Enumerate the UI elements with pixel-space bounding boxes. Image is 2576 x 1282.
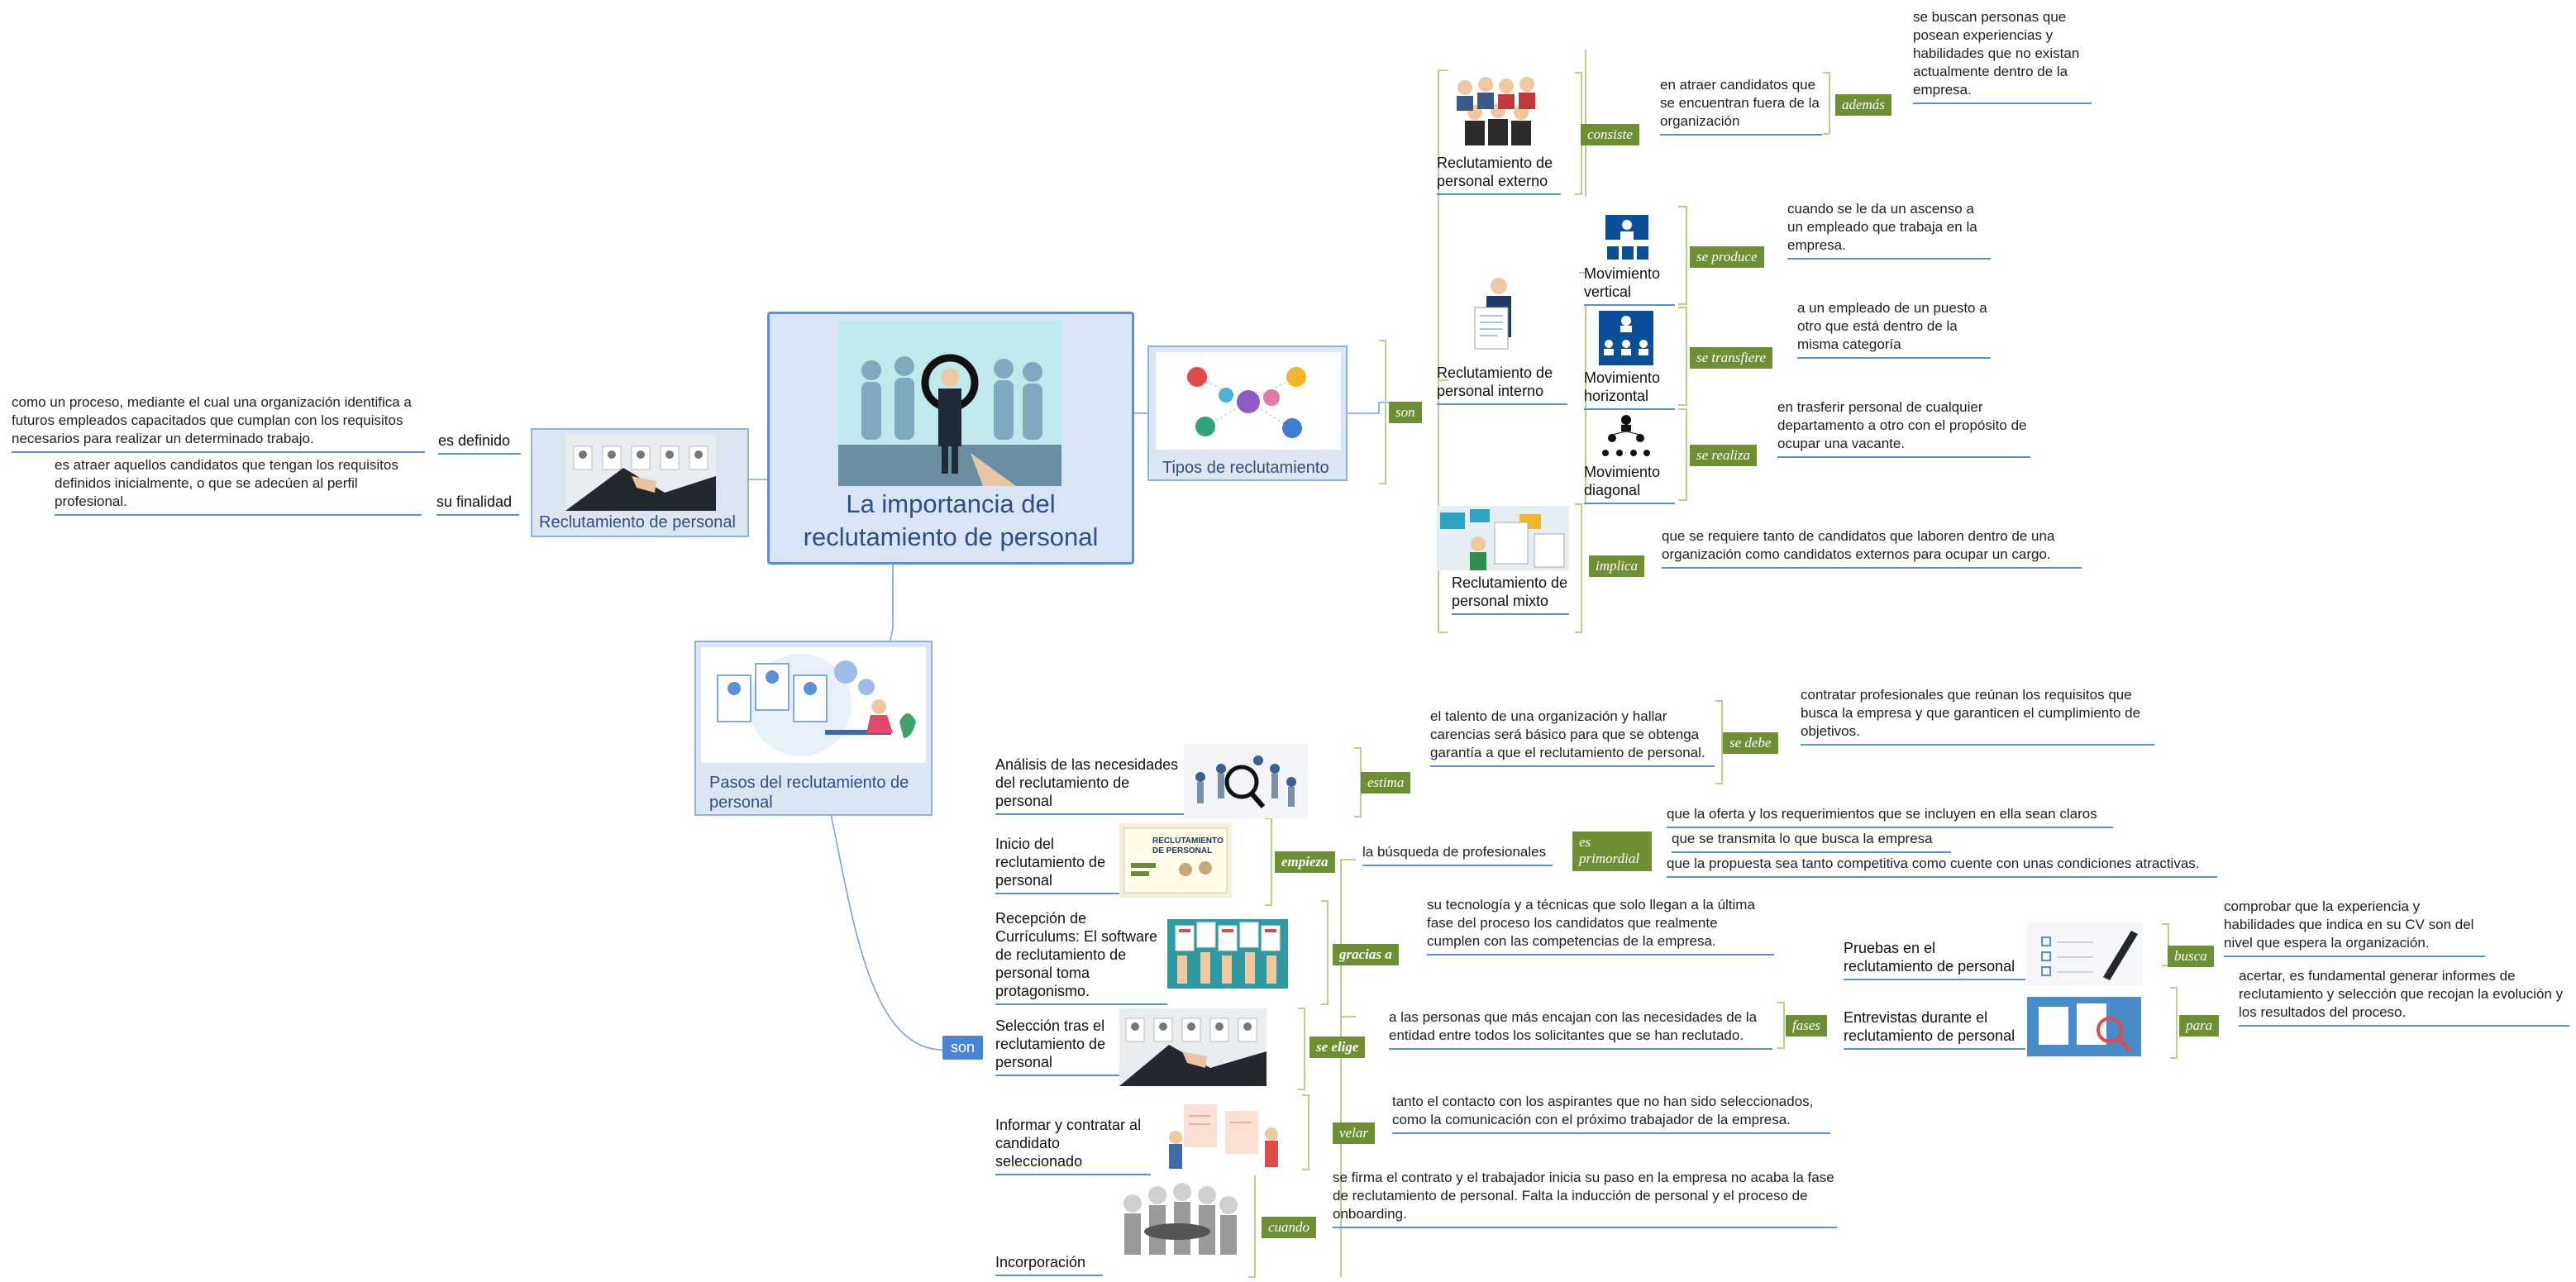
pruebas-image bbox=[2027, 922, 2143, 985]
analisis-title[interactable]: Análisis de las necesidades del reclutam… bbox=[995, 755, 1185, 815]
analisis-image bbox=[1184, 744, 1308, 818]
text-seleccion: a las personas que más encajan con las n… bbox=[1389, 1008, 1772, 1050]
tag-cuando: cuando bbox=[1262, 1217, 1317, 1238]
tag-busca: busca bbox=[2168, 946, 2214, 967]
label-su-finalidad: su finalidad bbox=[436, 493, 519, 516]
pasos-title: Pasos del reclutamiento de personal bbox=[709, 774, 909, 812]
text-informar: tanto el contacto con los aspirantes que… bbox=[1392, 1093, 1830, 1134]
label-es-definido: es definido bbox=[438, 431, 521, 455]
central-title: La importancia del reclutamiento de pers… bbox=[803, 489, 1099, 551]
tag-velar: velar bbox=[1333, 1122, 1375, 1144]
tag-estima: estima bbox=[1361, 772, 1411, 794]
text-horizontal: a un empleado de un puesto a otro que es… bbox=[1797, 299, 1991, 359]
reclutamiento-node[interactable]: Reclutamiento de personal bbox=[531, 428, 749, 537]
tipos-image bbox=[1156, 352, 1341, 450]
diagonal-title[interactable]: Movimiento diagonal bbox=[1584, 463, 1675, 504]
incorporacion-title[interactable]: Incorporación bbox=[995, 1253, 1103, 1276]
interno-image bbox=[1467, 274, 1531, 359]
tag-implica: implica bbox=[1589, 555, 1644, 577]
inicio-poster-text: RECLUTAMIENTO DE PERSONAL bbox=[1152, 836, 1224, 855]
pasos-node[interactable]: Pasos del reclutamiento de personal bbox=[694, 641, 933, 816]
recepcion-title[interactable]: Recepción de Currículums: El software de… bbox=[995, 909, 1167, 1005]
tag-empieza: empieza bbox=[1275, 851, 1335, 873]
text-vertical: cuando se le da un ascenso a un empleado… bbox=[1787, 200, 1991, 260]
text-inicio: la búsqueda de profesionales bbox=[1362, 843, 1553, 866]
tag-es-primordial: es primordial bbox=[1572, 832, 1652, 871]
informar-title[interactable]: Informar y contratar al candidato selecc… bbox=[995, 1116, 1151, 1175]
interno-title[interactable]: Reclutamiento de personal interno bbox=[1437, 364, 1567, 405]
tag-se-elige: se elige bbox=[1309, 1037, 1366, 1058]
tag-fases: fases bbox=[1786, 1015, 1827, 1037]
pasos-image bbox=[701, 647, 926, 763]
tipos-node[interactable]: Tipos de reclutamiento bbox=[1147, 346, 1348, 481]
recepcion-image bbox=[1167, 919, 1288, 989]
tag-ademas: además bbox=[1835, 94, 1891, 116]
label-son-pasos: son bbox=[942, 1036, 984, 1060]
mixto-image bbox=[1437, 506, 1569, 570]
mixto-title[interactable]: Reclutamiento de personal mixto bbox=[1452, 574, 1569, 615]
entrevistas-title[interactable]: Entrevistas durante el reclutamiento de … bbox=[1844, 1008, 2025, 1050]
tag-se-transfiere: se transfiere bbox=[1690, 347, 1772, 369]
text-pruebas: comprobar que la experiencia y habilidad… bbox=[2224, 898, 2485, 957]
recruiter-image bbox=[838, 321, 1061, 486]
tag-son-tipos: son bbox=[1389, 402, 1422, 423]
entrevistas-image bbox=[2027, 997, 2141, 1056]
seleccion-title[interactable]: Selección tras el reclutamiento de perso… bbox=[995, 1017, 1119, 1076]
tag-se-produce: se produce bbox=[1690, 246, 1764, 268]
text-entrevistas: acertar, es fundamental generar informes… bbox=[2239, 967, 2569, 1027]
central-topic[interactable]: La importancia del reclutamiento de pers… bbox=[767, 312, 1134, 565]
text-mixto: que se requiere tanto de candidatos que … bbox=[1662, 527, 2082, 569]
text-recepcion: su tecnología y a técnicas que solo lleg… bbox=[1427, 896, 1774, 956]
text-ademas: se buscan personas que posean experienci… bbox=[1913, 8, 2092, 104]
seleccion-image bbox=[1119, 1008, 1267, 1086]
org-vertical-icon bbox=[1602, 213, 1652, 263]
externo-image bbox=[1448, 73, 1549, 155]
tag-gracias-a: gracias a bbox=[1333, 944, 1399, 965]
inicio-image: RECLUTAMIENTO DE PERSONAL bbox=[1119, 823, 1232, 898]
item-primordial-3: que la propuesta sea tanto competitiva c… bbox=[1667, 855, 2217, 878]
tag-se-debe: se debe bbox=[1723, 732, 1778, 754]
text-incorporacion: se firma el contrato y el trabajador ini… bbox=[1333, 1169, 1837, 1228]
handshake-image bbox=[565, 435, 716, 511]
text-diagonal: en trasferir personal de cualquier depar… bbox=[1777, 398, 2030, 458]
tipos-title: Tipos de reclutamiento bbox=[1162, 459, 1329, 477]
horizontal-title[interactable]: Movimiento horizontal bbox=[1584, 369, 1675, 410]
text-se-debe: contratar profesionales que reúnan los r… bbox=[1801, 686, 2154, 746]
org-diagonal-icon bbox=[1599, 413, 1653, 460]
text-analisis: el talento de una organización y hallar … bbox=[1430, 708, 1715, 767]
tag-consiste: consiste bbox=[1581, 124, 1639, 145]
text-definido: como un proceso, mediante el cual una or… bbox=[12, 393, 425, 453]
pruebas-title[interactable]: Pruebas en el reclutamiento de personal bbox=[1844, 939, 2025, 980]
incorporacion-image bbox=[1108, 1179, 1247, 1271]
item-primordial-2: que se transmita lo que busca la empresa bbox=[1672, 830, 1951, 853]
tag-para: para bbox=[2179, 1015, 2220, 1037]
vertical-title[interactable]: Movimiento vertical bbox=[1584, 265, 1675, 306]
externo-title[interactable]: Reclutamiento de personal externo bbox=[1437, 154, 1561, 195]
item-primordial-1: que la oferta y los requerimientos que s… bbox=[1667, 805, 2113, 828]
text-externo: en atraer candidatos que se encuentran f… bbox=[1660, 76, 1822, 136]
org-horizontal-icon bbox=[1597, 309, 1655, 367]
reclutamiento-title: Reclutamiento de personal bbox=[539, 513, 736, 531]
informar-image bbox=[1151, 1096, 1298, 1175]
inicio-title[interactable]: Inicio del reclutamiento de personal bbox=[995, 835, 1119, 894]
text-finalidad: es atraer aquellos candidatos que tengan… bbox=[55, 456, 422, 516]
tag-se-realiza: se realiza bbox=[1690, 445, 1758, 466]
